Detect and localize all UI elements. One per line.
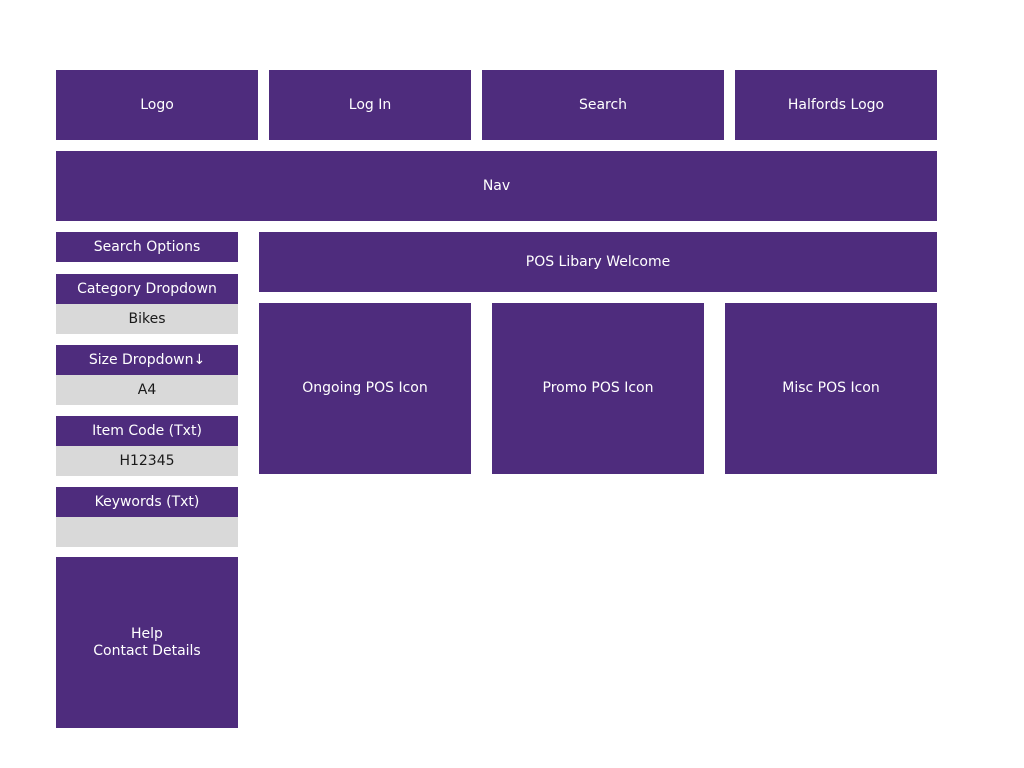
keywords-input[interactable] (56, 517, 238, 547)
help-contact-panel[interactable]: Help Contact Details (56, 557, 238, 728)
ongoing-pos-tile[interactable]: Ongoing POS Icon (259, 303, 471, 474)
halfords-logo-placeholder[interactable]: Halfords Logo (735, 70, 937, 140)
promo-pos-tile[interactable]: Promo POS Icon (492, 303, 704, 474)
item-code-input[interactable]: H12345 (56, 446, 238, 476)
search-options-heading: Search Options (56, 232, 238, 262)
misc-pos-tile[interactable]: Misc POS Icon (725, 303, 937, 474)
logo-placeholder[interactable]: Logo (56, 70, 258, 140)
item-code-label: Item Code (Txt) (56, 416, 238, 446)
size-dropdown-label[interactable]: Size Dropdown↓ (56, 345, 238, 375)
welcome-banner: POS Libary Welcome (259, 232, 937, 292)
size-dropdown[interactable]: A4 (56, 375, 238, 405)
category-dropdown-label[interactable]: Category Dropdown (56, 274, 238, 304)
login-button[interactable]: Log In (269, 70, 471, 140)
search-box[interactable]: Search (482, 70, 724, 140)
category-dropdown[interactable]: Bikes (56, 304, 238, 334)
nav-bar[interactable]: Nav (56, 151, 937, 221)
keywords-label: Keywords (Txt) (56, 487, 238, 517)
